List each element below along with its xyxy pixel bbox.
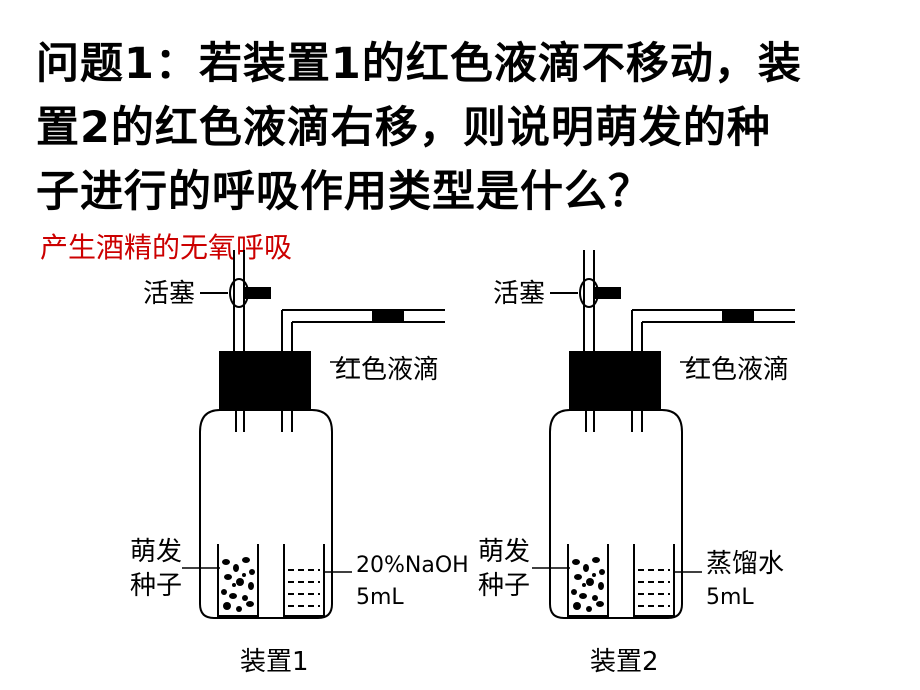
solution-beaker-1 (283, 544, 325, 617)
solution-label-1b: 5mL (356, 585, 404, 610)
seed-label-2a: 萌发 (478, 537, 530, 567)
question-line-2: 置2的红色液滴右移，则说明萌发的种 (36, 103, 771, 153)
solution-label-2a: 蒸馏水 (706, 549, 784, 579)
seed-beaker-2 (567, 544, 609, 617)
answer-text: 产生酒精的无氧呼吸 (40, 231, 293, 264)
caption-1: 装置1 (240, 647, 309, 677)
seed-label-2b: 种子 (478, 571, 530, 601)
bottle-2 (549, 409, 683, 619)
seed-label-1a: 萌发 (130, 537, 182, 567)
red-droplet-2 (722, 311, 754, 322)
stopper-1 (219, 351, 311, 411)
valve-label-1: 活塞 (143, 279, 195, 309)
droplet-label-1: 红色液滴 (335, 355, 439, 385)
seed-beaker-1 (217, 544, 259, 617)
question-text: 问题1：若装置1的红色液滴不移动，装 置2的红色液滴右移，则说明萌发的种 子进行… (36, 32, 906, 224)
caption-2: 装置2 (590, 647, 659, 677)
droplet-label-2: 红色液滴 (685, 355, 789, 385)
question-line-1: 问题1：若装置1的红色液滴不移动，装 (36, 39, 802, 89)
solution-label-2b: 5mL (706, 585, 754, 610)
stopper-2 (569, 351, 661, 411)
device-1 (182, 250, 445, 619)
solution-beaker-2 (633, 544, 675, 617)
solution-label-1a: 20%NaOH (356, 553, 469, 578)
seed-label-1b: 种子 (130, 571, 182, 601)
question-line-3: 子进行的呼吸作用类型是什么？ (36, 167, 652, 217)
valve-label-2: 活塞 (493, 279, 545, 309)
red-droplet-1 (372, 311, 404, 322)
device-2 (532, 250, 795, 619)
bottle-1 (199, 409, 333, 619)
